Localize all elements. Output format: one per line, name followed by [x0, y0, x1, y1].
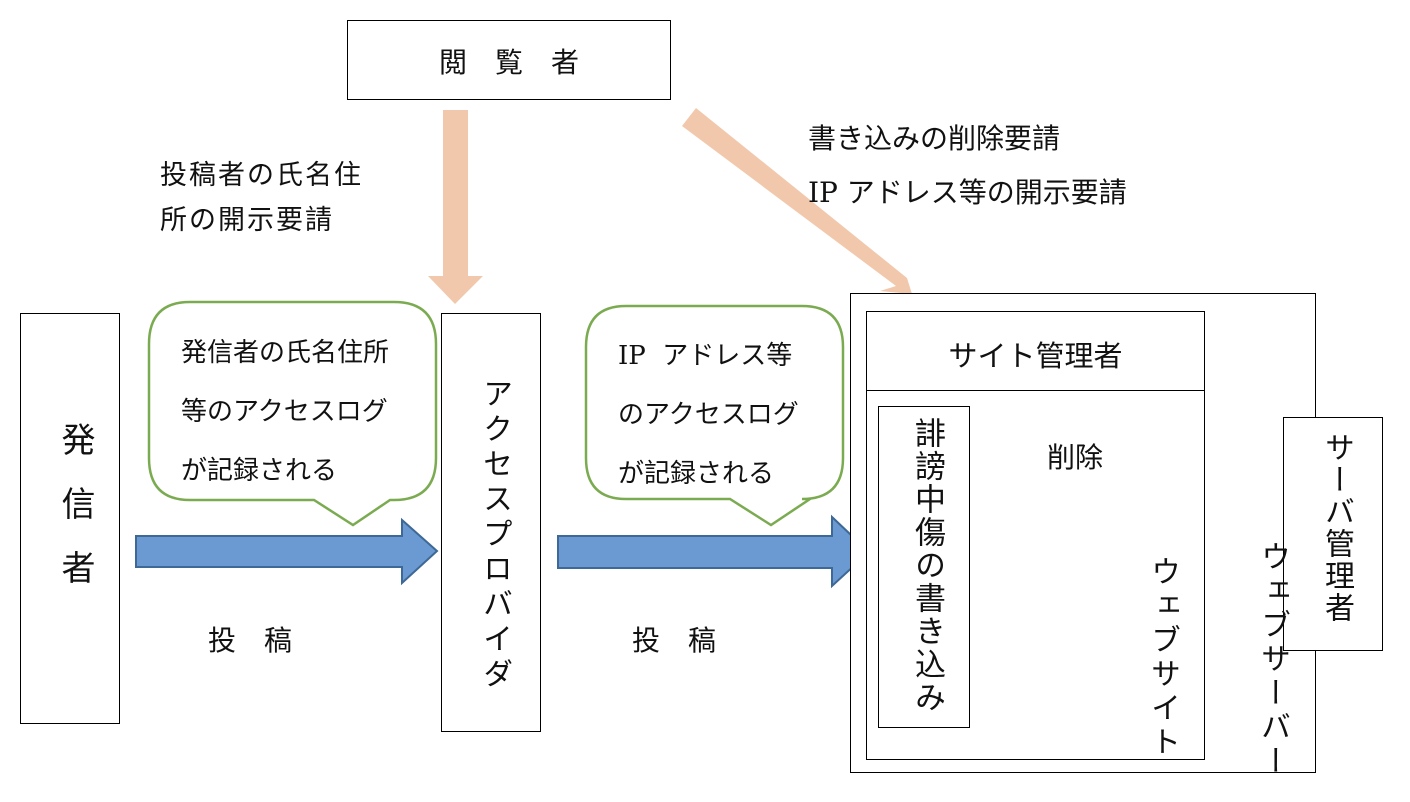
server-admin-label: サーバ管理者 — [1319, 432, 1354, 624]
website-label: ウェブサイト — [1145, 556, 1180, 760]
bubble-provider — [147, 300, 438, 527]
bubble-site-text: IP アドレス等 のアクセスログ が記録される — [618, 341, 799, 489]
sender-label: 発信者 — [55, 422, 95, 614]
bubble-site — [584, 304, 845, 527]
post-arrow-to-site — [557, 514, 871, 589]
provider-box: アクセスプロバイダ — [441, 313, 541, 732]
post-label-1: 投 稿 — [208, 624, 293, 657]
request-arrow-viewer-to-provider — [428, 110, 483, 304]
sender-box: 発信者 — [20, 313, 120, 724]
site-admin-box: サイト管理者 — [866, 311, 1205, 391]
bubble-provider-text: 発信者の氏名住所 等のアクセスログ が記録される — [181, 338, 390, 486]
request-delete-line2: IP アドレス等の開示要請 — [808, 176, 1127, 209]
post-label-2: 投 稿 — [632, 624, 717, 657]
request-arrow-viewer-to-site — [682, 108, 912, 294]
post-label: 誹謗中傷の書き込み — [909, 417, 945, 714]
post-box: 誹謗中傷の書き込み — [878, 406, 970, 728]
delete-label: 削除 — [1047, 441, 1104, 474]
webserver-label: ウェブサーバー — [1255, 541, 1290, 779]
provider-label: アクセスプロバイダ — [477, 378, 512, 693]
request-name-text: 投稿者の氏名住 所の開示要請 — [160, 160, 363, 236]
site-admin-label: サイト管理者 — [948, 339, 1123, 373]
post-arrow-to-provider — [135, 517, 439, 586]
viewer-label: 閲 覧 者 — [438, 46, 579, 79]
server-admin-box: サーバ管理者 — [1283, 417, 1383, 651]
viewer-box: 閲 覧 者 — [347, 20, 671, 100]
request-delete-line1: 書き込みの削除要請 — [808, 122, 1061, 155]
